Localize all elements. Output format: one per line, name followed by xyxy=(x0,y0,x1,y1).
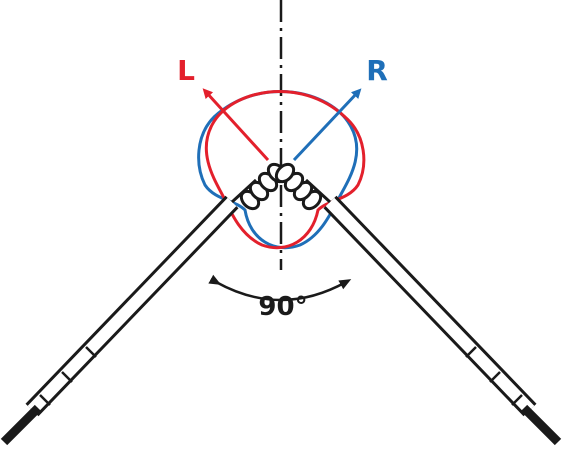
right-direction-arrow xyxy=(292,88,362,162)
capsule-coils xyxy=(239,162,323,211)
angle-label: 90° xyxy=(258,292,307,322)
polar-pattern-left xyxy=(204,89,366,250)
angle-arc-icon xyxy=(208,274,352,302)
right-channel-label: R xyxy=(366,54,388,87)
microphone-right-icon xyxy=(304,178,562,446)
left-direction-arrow xyxy=(202,88,270,162)
microphone-left-icon xyxy=(0,178,258,446)
left-channel-label: L xyxy=(177,54,195,87)
